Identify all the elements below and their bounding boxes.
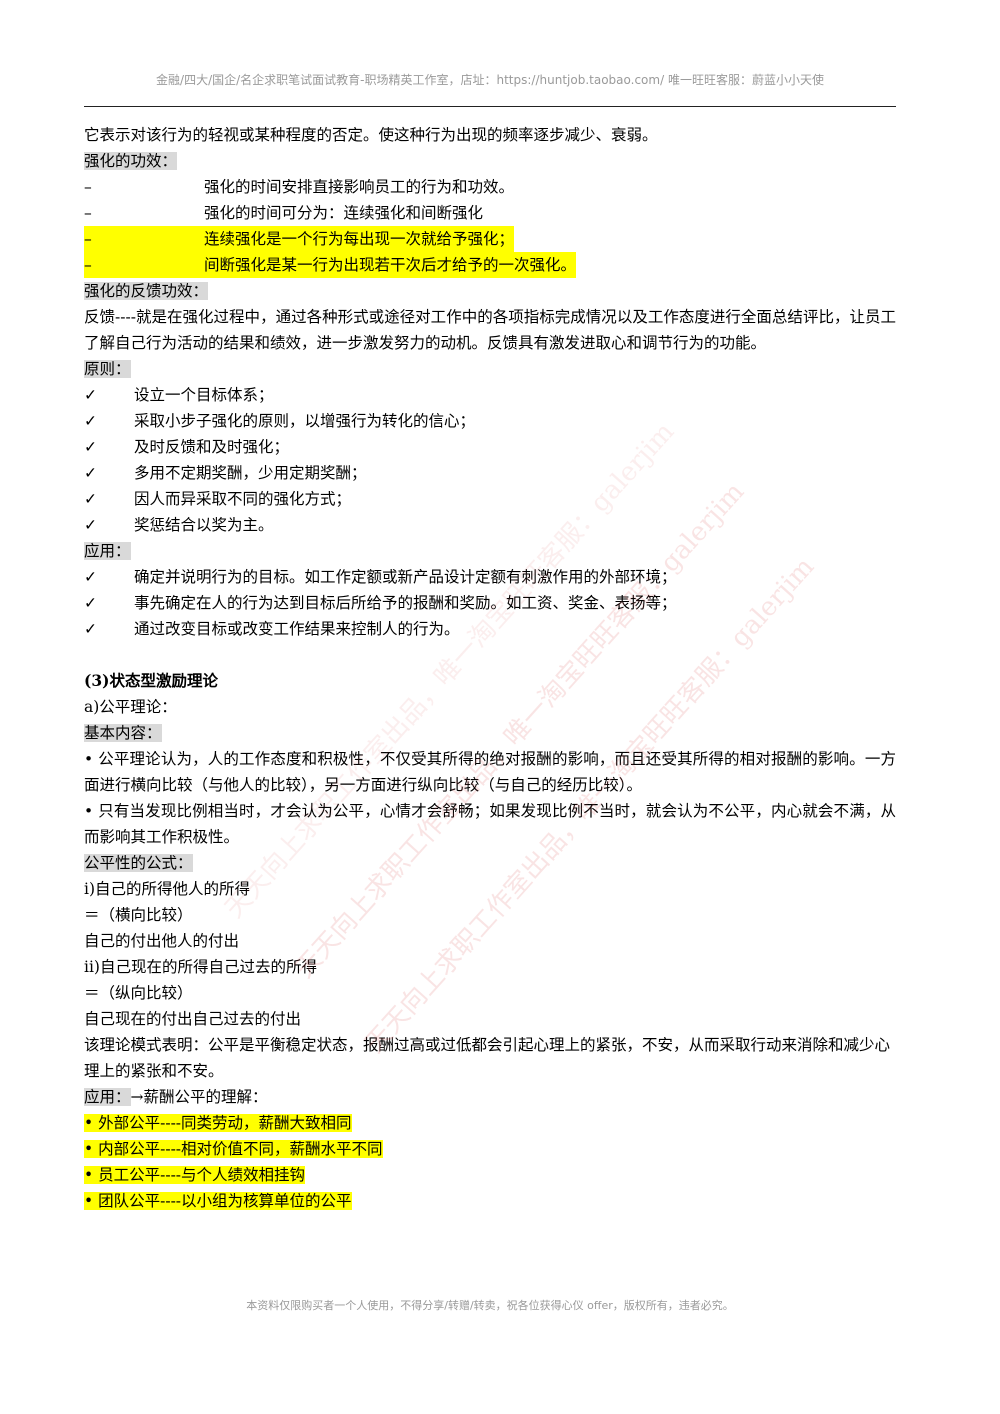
dash-marker: – (84, 178, 92, 196)
principle-item: ✓ 设立一个目标体系； (84, 382, 896, 408)
application-item: ✓ 确定并说明行为的目标。如工作定额或新产品设计定额有刺激作用的外部环境； (84, 564, 896, 590)
bullet-marker: • (84, 750, 94, 768)
effect-item: – 强化的时间安排直接影响员工的行为和功效。 (84, 174, 896, 200)
application-item-text: 通过改变目标或改变工作结果来控制人的行为。 (134, 620, 460, 638)
effect-item-text: 强化的时间安排直接影响员工的行为和功效。 (204, 178, 515, 196)
check-icon: ✓ (84, 438, 97, 456)
effect-item-text: 间断强化是某一行为出现若干次后才给予的一次强化。 (204, 256, 577, 274)
principle-item-text: 采取小步子强化的原则，以增强行为转化的信心； (134, 412, 476, 430)
principle-item: ✓ 多用不定期奖酬，少用定期奖酬； (84, 460, 896, 486)
formula-line: 自己现在的付出自己过去的付出 (84, 1010, 302, 1028)
subsection-title: a)公平理论： (84, 698, 177, 716)
intro-text: 它表示对该行为的轻视或某种程度的否定。使这种行为出现的频率逐步减少、衰弱。 (84, 126, 658, 144)
bullet-marker: • (84, 802, 94, 820)
principle-item-text: 及时反馈和及时强化； (134, 438, 290, 456)
effect-item-text: 强化的时间可分为：连续强化和间断强化 (204, 204, 484, 222)
salary-heading-label: 应用： (84, 1088, 131, 1106)
effect-item-text: 连续强化是一个行为每出现一次就给予强化； (204, 230, 515, 248)
dash-marker: – (84, 230, 92, 248)
spacer (84, 642, 896, 668)
principle-item: ✓ 因人而异采取不同的强化方式； (84, 486, 896, 512)
principle-item-text: 奖惩结合以奖为主。 (134, 516, 274, 534)
principle-item: ✓ 采取小步子强化的原则，以增强行为转化的信心； (84, 408, 896, 434)
conclusion-line: 理上的紧张和不安。 (84, 1062, 224, 1080)
salary-item-text: 员工公平----与个人绩效相挂钩 (98, 1166, 306, 1184)
conclusion-line: 该理论模式表明：公平是平衡稳定状态，报酬过高或过低都会引起心理上的紧张，不安，从… (84, 1036, 891, 1054)
dash-marker: – (84, 256, 92, 274)
application-heading: 应用： (84, 542, 131, 560)
principle-item: ✓ 及时反馈和及时强化； (84, 434, 896, 460)
formula-heading: 公平性的公式： (84, 854, 193, 872)
salary-heading-rest: →薪酬公平的理解： (130, 1088, 268, 1106)
effect-item-highlighted: – 间断强化是某一行为出现若干次后才给予的一次强化。 (84, 252, 577, 278)
salary-item: • 内部公平----相对价值不同，薪酬水平不同 (84, 1140, 383, 1158)
principle-item: ✓ 奖惩结合以奖为主。 (84, 512, 896, 538)
principle-item-text: 多用不定期奖酬，少用定期奖酬； (134, 464, 367, 482)
check-icon: ✓ (84, 620, 97, 638)
check-icon: ✓ (84, 412, 97, 430)
section-title: (3)状态型激励理论 (84, 671, 218, 690)
basic-heading: 基本内容： (84, 724, 162, 742)
check-icon: ✓ (84, 386, 97, 404)
feedback-heading: 强化的反馈功效： (84, 282, 209, 300)
basic-item-text: 只有当发现比例相当时，才会认为公平，心情才会舒畅；如果发现比例不当时，就会认为不… (84, 802, 896, 846)
salary-item-text: 外部公平----同类劳动，薪酬大致相同 (98, 1114, 352, 1132)
principle-item-text: 因人而异采取不同的强化方式； (134, 490, 352, 508)
formula-line: 自己的付出他人的付出 (84, 932, 240, 950)
header-rule (84, 106, 896, 107)
check-icon: ✓ (84, 490, 97, 508)
page-header: 金融/四大/国企/名企求职笔试面试教育-职场精英工作室，店址：https://h… (156, 73, 824, 87)
salary-item: • 员工公平----与个人绩效相挂钩 (84, 1166, 306, 1184)
basic-item: • 只有当发现比例相当时，才会认为公平，心情才会舒畅；如果发现比例不当时，就会认… (84, 798, 896, 850)
check-icon: ✓ (84, 594, 97, 612)
effect-item-highlighted: – 连续强化是一个行为每出现一次就给予强化； (84, 226, 515, 252)
page-footer: 本资料仅限购买者一个人使用，不得分享/转赠/转卖，祝各位获得心仪 offer，版… (246, 1299, 734, 1312)
bullet-marker: • (84, 1192, 94, 1210)
application-item-text: 确定并说明行为的目标。如工作定额或新产品设计定额有刺激作用的外部环境； (134, 568, 677, 586)
principle-item-text: 设立一个目标体系； (134, 386, 274, 404)
dash-marker: – (84, 204, 92, 222)
bullet-marker: • (84, 1166, 94, 1184)
effect-item: – 强化的时间可分为：连续强化和间断强化 (84, 200, 896, 226)
salary-item-text: 团队公平----以小组为核算单位的公平 (98, 1192, 352, 1210)
application-item-text: 事先确定在人的行为达到目标后所给予的报酬和奖励。如工资、奖金、表扬等； (134, 594, 677, 612)
bullet-marker: • (84, 1140, 94, 1158)
application-item: ✓ 通过改变目标或改变工作结果来控制人的行为。 (84, 616, 896, 642)
formula-line: ＝（横向比较） (84, 906, 193, 924)
bullet-marker: • (84, 1114, 94, 1132)
basic-item: • 公平理论认为，人的工作态度和积极性，不仅受其所得的绝对报酬的影响，而且还受其… (84, 746, 896, 798)
principle-heading: 原则： (84, 360, 131, 378)
check-icon: ✓ (84, 568, 97, 586)
salary-item-text: 内部公平----相对价值不同，薪酬水平不同 (98, 1140, 383, 1158)
formula-line: ii)自己现在的所得自己过去的所得 (84, 958, 317, 976)
feedback-paragraph: 反馈----就是在强化过程中，通过各种形式或途径对工作中的各项指标完成情况以及工… (84, 308, 896, 352)
check-icon: ✓ (84, 516, 97, 534)
formula-line: ＝（纵向比较） (84, 984, 193, 1002)
check-icon: ✓ (84, 464, 97, 482)
salary-item: • 外部公平----同类劳动，薪酬大致相同 (84, 1114, 352, 1132)
formula-line: i)自己的所得他人的所得 (84, 880, 251, 898)
application-item: ✓ 事先确定在人的行为达到目标后所给予的报酬和奖励。如工资、奖金、表扬等； (84, 590, 896, 616)
salary-item: • 团队公平----以小组为核算单位的公平 (84, 1192, 352, 1210)
basic-item-text: 公平理论认为，人的工作态度和积极性，不仅受其所得的绝对报酬的影响，而且还受其所得… (84, 750, 896, 794)
effect-heading: 强化的功效： (84, 152, 178, 170)
document-body: 它表示对该行为的轻视或某种程度的否定。使这种行为出现的频率逐步减少、衰弱。 强化… (84, 122, 896, 1214)
